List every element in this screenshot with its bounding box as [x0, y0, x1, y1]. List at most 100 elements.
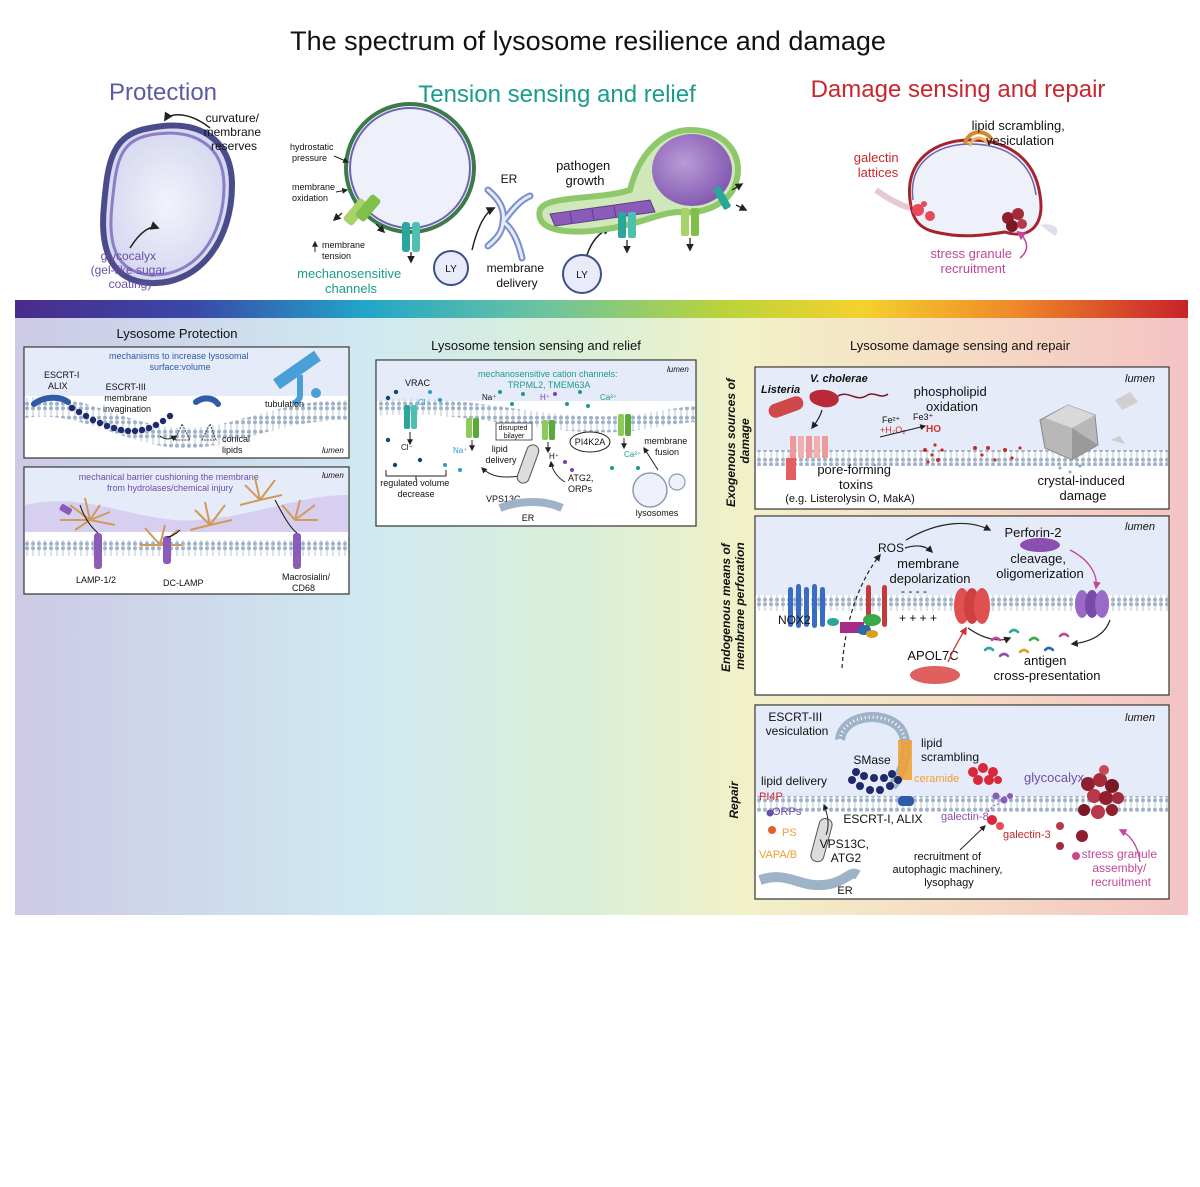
damage-heading: Damage sensing and repair: [811, 76, 1106, 103]
galectin-lattices-label: galectin lattices: [854, 150, 902, 180]
stress-granule-label: stress granule recruitment: [930, 246, 1015, 276]
na-label: Na⁺: [482, 393, 496, 402]
ho-label: HO: [926, 424, 941, 435]
examples-label: (e.g. Listerolysin O, MakA): [785, 493, 915, 505]
antigen-label: antigen cross-presentation: [994, 653, 1101, 683]
crystal-label: crystal-induced damage: [1037, 473, 1128, 503]
repair-side-label: Repair: [727, 780, 741, 819]
main-title: The spectrum of lysosome resilience and …: [290, 26, 886, 56]
ca2-label: Ca²⁺: [624, 450, 641, 459]
exo-side-label: Exogenous sources of damage: [724, 375, 752, 507]
tubulation-label: tubulation: [265, 399, 304, 409]
cation-label: mechanosensitive cation channels: TRPML2…: [478, 369, 620, 390]
repair-box: Repair lumen ESCRT-III vesiculation SMas…: [727, 704, 1170, 900]
plus-signs: + + + +: [899, 611, 937, 625]
protection-box-2: lumen mechanical barrier cushioning the …: [23, 466, 350, 595]
exogenous-box: Exogenous sources of damage lumen Lister…: [724, 366, 1170, 510]
tubulation-shape: [273, 350, 321, 407]
ros-label: ROS: [878, 541, 904, 555]
protection-heading: Protection: [109, 79, 217, 106]
stress-repair-label: stress granule assembly/ recruitment: [1082, 847, 1161, 889]
lumen-p1: lumen: [322, 446, 344, 455]
ly2-label: LY: [576, 270, 588, 281]
pi4p-label: PI4P: [759, 791, 783, 803]
fe3-label: Fe3⁺: [913, 412, 934, 422]
lamp-label: LAMP-1/2: [76, 575, 116, 585]
barrier-label: mechanical barrier cushioning the membra…: [79, 472, 262, 493]
hydrostatic-label: hydrostatic pressure: [290, 142, 336, 163]
atg-label: ATG2, ORPs: [568, 473, 596, 494]
scrambling-repair-label: lipid scrambling: [921, 736, 979, 764]
recruitment-label: recruitment of autophagic machinery, lys…: [893, 851, 1006, 889]
membrane-tension-label: membrane tension: [322, 240, 368, 261]
er-repair-label: ER: [837, 885, 852, 897]
galectin8-label: galectin-8: [941, 811, 989, 823]
lysosomes-label: lysosomes: [636, 508, 679, 518]
top-damage: Damage sensing and repair lipid scrambli…: [811, 76, 1106, 276]
scrambling-label: lipid scrambling, vesiculation: [972, 118, 1069, 148]
disrupted-label: disrupted bilayer: [499, 425, 530, 440]
oxidation-label: membrane oxidation: [292, 182, 338, 203]
escrt3-label: ESCRT-III membrane invagination: [103, 382, 151, 414]
fe2-label: Fe²⁺: [882, 415, 901, 425]
cleavage-label: cleavage, oligomerization: [996, 551, 1083, 581]
dclamp-label: DC-LAMP: [163, 578, 204, 588]
macrosialin-label: Macrosialin/ CD68: [282, 572, 333, 593]
tension-box: lumen mechanosensitive cation channels: …: [375, 359, 697, 527]
crystal-shape: [1039, 392, 1138, 461]
lumen-p2: lumen: [322, 471, 344, 480]
delivery-label: membrane delivery: [487, 261, 548, 290]
endo-side-label: Endogenous means of membrane perforation: [719, 540, 747, 672]
perforin-label: Perforin-2: [1004, 525, 1061, 540]
top-tension: Tension sensing and relief hydrostatic p…: [290, 81, 748, 296]
er-tension-label: ER: [522, 513, 535, 523]
tension-panel-title: Lysosome tension sensing and relief: [431, 338, 641, 353]
spectrum-bar: [15, 300, 1188, 318]
lumen-endo: lumen: [1125, 521, 1155, 533]
protection-box-1: mechanisms to increase lysosomal surface…: [23, 346, 350, 459]
endogenous-box: Endogenous means of membrane perforation…: [719, 515, 1170, 696]
escrt3-repair-label: ESCRT-III vesiculation: [766, 710, 829, 738]
conical-label: conical lipids: [222, 434, 253, 455]
toxins-label: pore-forming toxins: [817, 462, 894, 492]
glycocalyx-label: glycocalyx (gel-like sugar coating): [91, 249, 170, 291]
ly-label: LY: [445, 264, 457, 275]
ps-label: PS: [782, 827, 797, 839]
cl2-label: Cl⁻: [401, 443, 413, 452]
orps-label: ORPs: [772, 806, 802, 818]
apol-label: APOL7C: [907, 648, 958, 663]
h2-label: H⁺: [549, 452, 559, 461]
glycocalyx-repair-label: glycocalyx: [1024, 770, 1084, 785]
vps-label: VPS13C: [486, 494, 521, 504]
regulated-label: regulated volume decrease: [380, 478, 452, 499]
lumen-t: lumen: [667, 365, 689, 374]
fusion-label: membrane fusion: [644, 436, 690, 457]
vrac-label: VRAC: [405, 378, 431, 388]
top-protection: Protection curvature/ membrane reserves …: [91, 79, 265, 291]
protection-panel-title: Lysosome Protection: [117, 326, 238, 341]
ca-label: Ca²⁺: [600, 393, 617, 402]
pi4k-label: PI4K2A: [575, 437, 606, 447]
lipid-delivery-repair-label: lipid delivery: [761, 774, 827, 788]
na2-label: Na⁺: [453, 446, 467, 455]
depolarization-label: membrane depolarization: [890, 556, 971, 586]
escrt1-label: ESCRT-I ALIX: [44, 370, 82, 391]
lipid-delivery-label: lipid delivery: [485, 444, 517, 465]
lumen-exo: lumen: [1125, 373, 1155, 385]
vcholerae-label: V. cholerae: [810, 373, 868, 385]
h-label: H⁺: [540, 393, 550, 402]
h2o2-label: +H₂O₂: [880, 425, 906, 435]
ceramide-label: ceramide: [914, 773, 959, 785]
curvature-label: curvature/ membrane reserves: [204, 111, 265, 153]
cl-label: Cl⁻: [418, 398, 430, 407]
vapa-label: VAPA/B: [759, 849, 797, 861]
vps-repair-label: VPS13C, ATG2: [820, 837, 873, 865]
er-top-label: ER: [501, 172, 518, 186]
channels-label: mechanosensitive channels: [297, 266, 405, 296]
damaged-lysosome: [907, 138, 1043, 238]
lumen-repair: lumen: [1125, 712, 1155, 724]
galectin3-label: galectin-3: [1003, 829, 1051, 841]
pathogen-label: pathogen growth: [556, 158, 614, 188]
protected-lysosome: [100, 122, 236, 287]
